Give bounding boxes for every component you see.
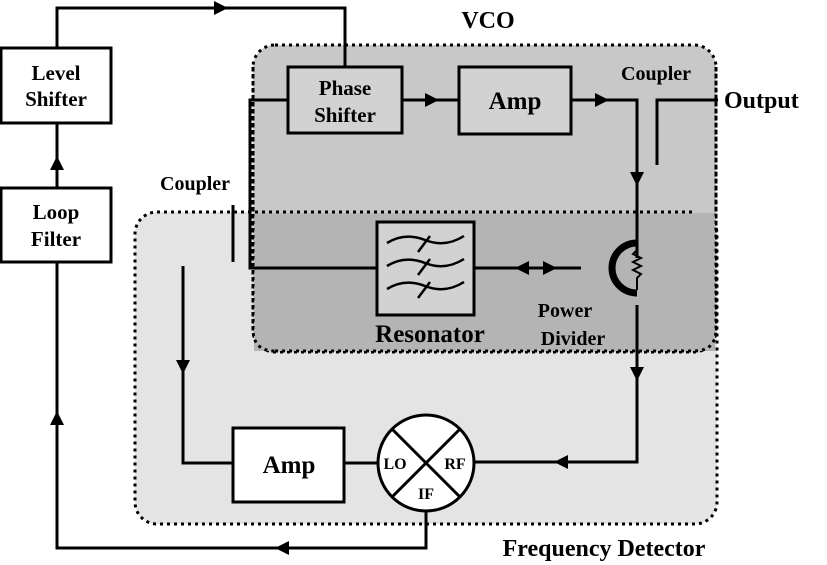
arrow-amp-coupler (595, 93, 609, 107)
filter-symbol-icon (386, 234, 465, 299)
wire-divider-to-rf (473, 305, 639, 464)
arrow-down-vco (630, 172, 644, 186)
arrow-bidir-right (543, 261, 557, 275)
arrows (50, 1, 644, 555)
wire-output (655, 98, 718, 165)
coupler-left-label: Coupler (160, 173, 230, 195)
vco-title: VCO (461, 8, 514, 34)
loop-filter-label-2: Filter (31, 227, 81, 251)
arrow-up-filter (50, 156, 64, 170)
phase-shifter-block (286, 65, 404, 135)
level-shifter-label-1: Level (32, 61, 81, 85)
detector-amp-label: Amp (263, 452, 316, 479)
phase-shifter-label-2: Shifter (314, 103, 376, 127)
arrow-coupler-down (176, 360, 190, 374)
mixer-symbol (376, 413, 476, 513)
resonator-label: Resonator (375, 321, 485, 348)
power-divider-label-2: Divider (541, 328, 606, 350)
coupler-top-label: Coupler (621, 63, 691, 85)
vco-bottom-border (275, 67, 718, 353)
arrow-bidir-left (515, 261, 529, 275)
wire-resonator-to-phase (248, 98, 377, 270)
vco-amp-block (457, 65, 573, 136)
arrow-phase-amp (425, 93, 439, 107)
wire-if-to-filter (55, 262, 428, 550)
phase-shifter-label-1: Phase (319, 76, 372, 100)
power-divider-symbol (608, 239, 644, 297)
output-label: Output (724, 88, 799, 114)
detector-amp-block (231, 426, 346, 504)
arrow-down-det (630, 367, 644, 381)
level-shifter-label-2: Shifter (25, 87, 87, 111)
arrow-top (214, 1, 228, 15)
loop-filter-block (0, 186, 113, 264)
wire-level-to-phase (55, 6, 347, 67)
frequency-detector-title: Frequency Detector (503, 536, 706, 562)
vco-amp-label: Amp (489, 88, 542, 115)
arrow-up-left (50, 411, 64, 425)
loop-filter-label-1: Loop (33, 200, 80, 224)
mixer-rf-label: RF (444, 456, 466, 473)
power-divider-label-1: Power (538, 300, 593, 322)
wire-coupler-to-amp (181, 266, 233, 465)
wire-amp-to-coupler (571, 98, 639, 258)
mixer-lo-label: LO (383, 456, 406, 473)
mixer-if-label: IF (418, 486, 434, 503)
resonator-block (375, 220, 476, 317)
arrow-bottom-left (275, 541, 289, 555)
arrow-left-rf (554, 455, 568, 469)
level-shifter-block (0, 46, 113, 125)
